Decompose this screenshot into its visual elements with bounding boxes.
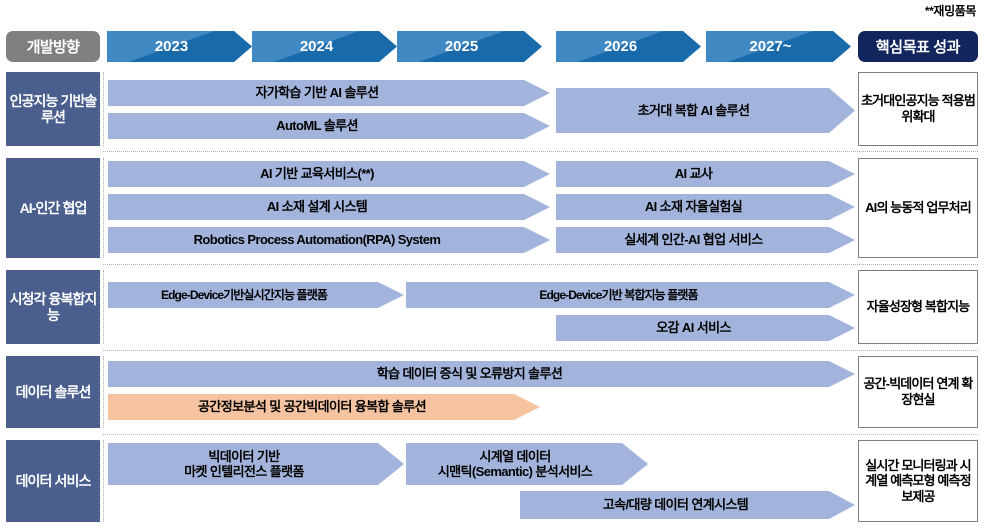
bar-bigdata-market-intelligence-platform[interactable]: 빅데이터 기반 마켓 인텔리전스 플랫폼 [108,443,404,485]
row-separator-2 [103,264,978,265]
goal-box-realtime-monitoring: 실시간 모니터링과 시계열 예측모형 예측정보제공 [858,440,978,522]
row-label-audiovisual-fusion-intelligence: 시청각 융복합지능 [6,270,100,344]
year-chevron-2023[interactable]: 2023 [107,31,252,62]
bar-ai-autonomous-lab[interactable]: AI 소재 자율실험실 [556,194,855,220]
year-label-2025: 2025 [444,38,479,55]
bar-self-learning-ai-solution[interactable]: 자가학습 기반 AI 솔루션 [108,80,550,106]
row-label-ai-base-solution: 인공지능 기반솔루션 [6,72,100,146]
bar-ai-education-service[interactable]: AI 기반 교육서비스(**) [108,161,550,187]
vertical-divider-row5 [103,440,104,522]
vertical-divider-row4 [103,356,104,428]
year-chevron-2027[interactable]: 2027~ [706,31,851,62]
year-chevron-2026[interactable]: 2026 [556,31,701,62]
bar-edge-device-realtime-platform[interactable]: Edge-Device기반실시간지능 플랫폼 [108,282,404,308]
year-label-2023: 2023 [154,38,189,55]
year-label-2026: 2026 [603,38,638,55]
year-label-2024: 2024 [299,38,334,55]
goal-box-ai-active-work: AI의 능동적 업무처리 [858,158,978,258]
header-core-goal: 핵심목표 성과 [858,31,978,62]
bar-ai-teacher[interactable]: AI 교사 [556,161,855,187]
row-label-ai-human-collaboration: AI-인간 협업 [6,158,100,258]
bar-timeseries-semantic-analysis-service[interactable]: 시계열 데이터 시맨틱(Semantic) 분석서비스 [406,443,648,485]
bar-ai-material-design-system[interactable]: AI 소재 설계 시스템 [108,194,550,220]
year-label-2027: 2027~ [749,38,792,55]
year-chevron-2025[interactable]: 2025 [397,31,542,62]
bar-automl-solution[interactable]: AutoML 솔루션 [108,113,550,139]
row-label-data-solution: 데이터 솔루션 [6,356,100,428]
vertical-divider-row2 [103,158,104,258]
row-separator-4 [103,434,978,435]
goal-box-spatial-bigdata-xr: 공간-빅데이터 연계 확장현실 [858,356,978,428]
bar-five-senses-ai-service[interactable]: 오감 AI 서비스 [556,315,855,341]
bar-real-world-human-ai-collab[interactable]: 실세계 인간-AI 협업 서비스 [556,227,855,253]
bar-spatial-bigdata-fusion-solution[interactable]: 공간정보분석 및 공간빅데이터 융복합 솔루션 [108,394,540,420]
goal-box-hyperscale-ai: 초거대인공지능 적용범위확대 [858,72,978,146]
footnote-text: **재밍품목 [924,4,977,18]
bar-highspeed-data-linkage-system[interactable]: 고속/대량 데이터 연계시스템 [520,491,855,519]
bar-edge-device-composite-platform[interactable]: Edge-Device기반 복합지능 플랫폼 [406,282,855,308]
bar-hyperscale-composite-ai-solution[interactable]: 초거대 복합 AI 솔루션 [556,88,855,133]
header-development-direction: 개발방향 [6,31,100,62]
year-chevron-2024[interactable]: 2024 [252,31,397,62]
vertical-divider-row1 [103,72,104,146]
vertical-divider-row3 [103,270,104,344]
row-separator-3 [103,350,978,351]
bar-learning-data-augmentation[interactable]: 학습 데이터 증식 및 오류방지 솔루션 [108,361,855,387]
bar-rpa-system[interactable]: Robotics Process Automation(RPA) System [108,227,550,253]
row-label-data-service: 데이터 서비스 [6,440,100,522]
goal-box-self-growing-intelligence: 자율성장형 복합지능 [858,270,978,344]
row-separator-1 [103,151,978,152]
